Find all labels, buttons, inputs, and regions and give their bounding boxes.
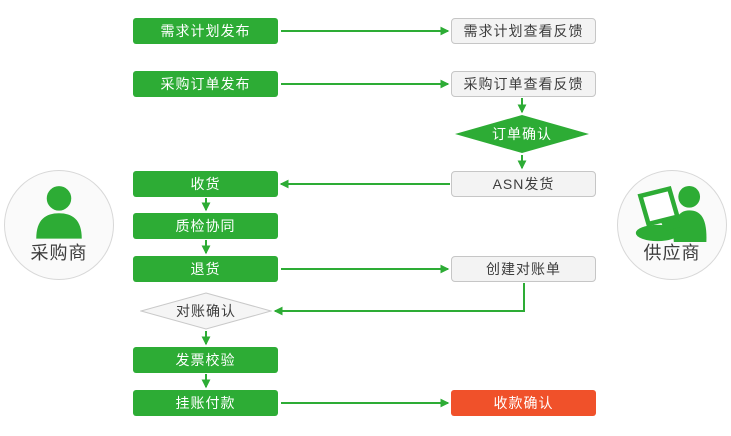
order-confirm-label: 订单确认 — [492, 126, 552, 142]
node-payment-on-account: 挂账付款 — [133, 390, 278, 416]
connector-statement-to-confirm — [273, 283, 525, 316]
node-create-statement: 创建对账单 — [451, 256, 596, 282]
person-icon — [36, 186, 82, 239]
node-order-confirm: 订单确认 — [455, 115, 589, 153]
buyer-label: 采购商 — [30, 243, 88, 263]
node-receipt-confirm: 收款确认 — [451, 390, 596, 416]
node-po-publish: 采购订单发布 — [133, 71, 278, 97]
node-receive-goods: 收货 — [133, 171, 278, 197]
node-quality-check: 质检协同 — [133, 213, 278, 239]
buyer-actor: 采购商 — [4, 170, 114, 280]
supplier-actor: 供应商 — [617, 170, 727, 280]
node-return-goods: 退货 — [133, 256, 278, 282]
node-invoice-verify: 发票校验 — [133, 347, 278, 373]
diamond-shape — [140, 292, 272, 330]
node-demand-feedback: 需求计划查看反馈 — [451, 18, 596, 44]
node-demand-publish: 需求计划发布 — [133, 18, 278, 44]
person-laptop-icon — [635, 185, 707, 243]
statement-confirm-label: 对账确认 — [176, 303, 236, 319]
diamond-shape — [455, 115, 589, 153]
node-asn-ship: ASN发货 — [451, 171, 596, 197]
node-statement-confirm: 对账确认 — [140, 292, 272, 330]
node-po-feedback: 采购订单查看反馈 — [451, 71, 596, 97]
supplier-label: 供应商 — [643, 243, 701, 263]
